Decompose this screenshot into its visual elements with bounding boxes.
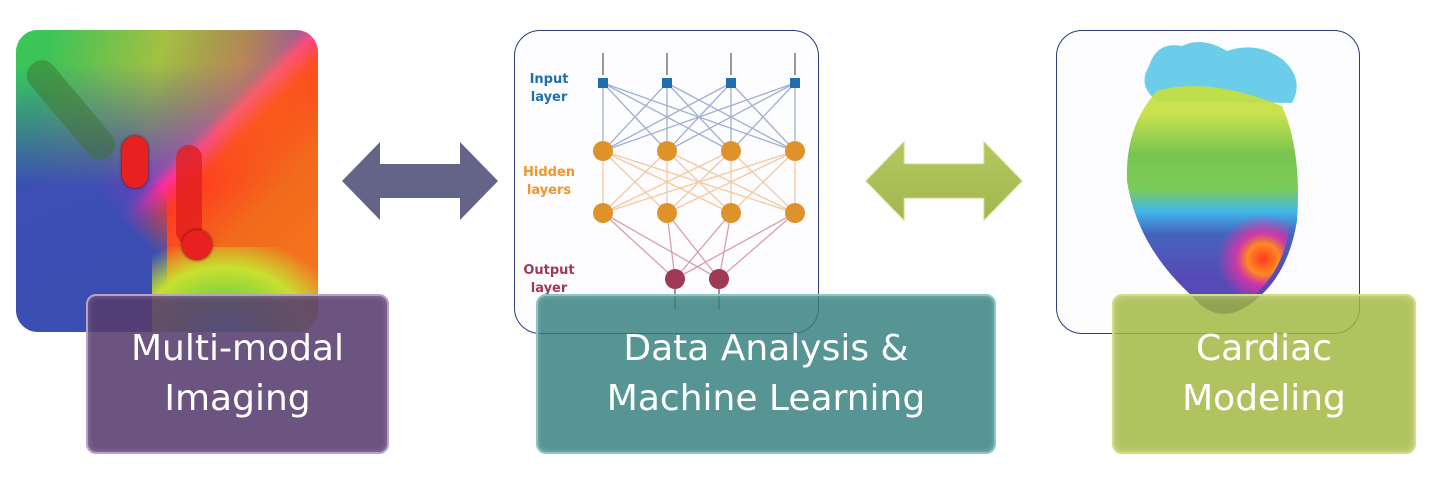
nn-edge [730,150,796,214]
hidden-node [593,141,613,161]
imaging-label-line-2: Imaging [164,378,311,419]
hidden-layer-label: Hidden [523,165,575,180]
nn-edge [718,212,732,280]
nn-edge [666,150,796,214]
ml-label-box: Data Analysis & Machine Learning [536,294,996,454]
neural-network-svg: Input layer Hidden layers Output layer [523,53,805,309]
heart-model-image [1056,30,1360,334]
nn-edge [718,212,796,280]
catheter-tip-icon [122,136,148,188]
nn-edge [602,82,668,152]
output-node [665,269,685,289]
cardiac-label-box: Cardiac Modeling [1112,294,1416,454]
bidirectional-arrow-icon-2 [865,140,1023,222]
nn-edge [674,212,796,280]
hidden-node [593,203,613,223]
input-node [790,78,800,88]
nn-edge [602,150,796,214]
cardiac-label-line-2: Modeling [1182,378,1346,419]
imaging-label-box: Multi-modal Imaging [86,294,389,454]
nn-edge [666,82,796,152]
image-region-green [16,30,318,197]
input-layer-label: Input [530,72,569,87]
nn-edge [666,212,676,280]
hidden-node [657,203,677,223]
output-layer-label: Output [523,263,574,278]
heart-svg [1126,42,1298,314]
ml-label-line-2: Machine Learning [606,378,926,419]
hidden-node [785,203,805,223]
cardiac-label-line-1: Cardiac [1195,328,1333,369]
catheter-end-icon [182,230,212,260]
nn-edge [602,212,720,280]
ml-label-line-1: Data Analysis & [623,328,909,369]
bidirectional-arrow-icon [342,142,498,220]
nn-edge [602,212,676,280]
output-layer-label-2: layer [531,281,568,296]
imaging-label-line-1: Multi-modal [131,328,344,369]
neural-network-diagram: Input layer Hidden layers Output layer [514,30,819,334]
input-node [662,78,672,88]
hidden-node [785,141,805,161]
nn-edge [602,82,732,152]
hidden-node [721,203,741,223]
hidden-node [657,141,677,161]
arrow-shape [342,142,498,220]
hidden-node [721,141,741,161]
input-node [598,78,608,88]
output-node [709,269,729,289]
input-node [726,78,736,88]
arrow-shape-2 [865,140,1023,222]
nn-edge [602,150,668,214]
catheter-path [176,145,202,245]
nn-edge [730,82,796,152]
nn-edge [602,82,796,152]
input-layer-label-2: layer [531,90,568,105]
nn-edge [674,212,732,280]
heart-activation-wave [1177,190,1292,301]
nn-edge [666,212,720,280]
nn-edge [602,150,732,214]
hidden-layer-label-2: layers [527,183,572,198]
activation-map-image [16,30,318,332]
